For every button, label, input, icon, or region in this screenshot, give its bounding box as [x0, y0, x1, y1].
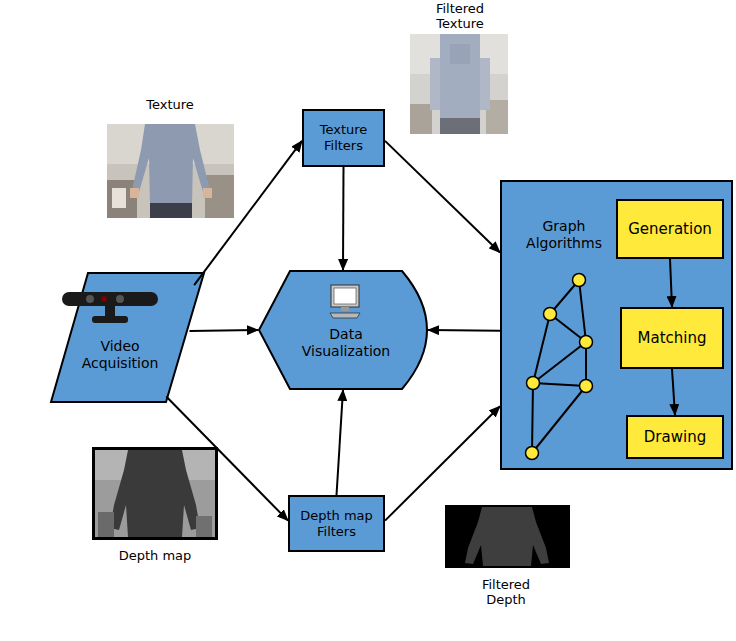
- process-box: Matching: [620, 307, 724, 369]
- text-holder: Graph Algorithms: [516, 218, 612, 252]
- image-caption: Filtered Depth: [466, 578, 546, 608]
- arrow-connector: [385, 406, 500, 520]
- arrow-connector: [385, 141, 500, 253]
- image-caption-holder: Filtered Depth: [466, 578, 546, 608]
- node-label: Drawing: [644, 428, 706, 446]
- text-holder: Drawing: [628, 417, 722, 457]
- filter-box: Depth map Filters: [288, 495, 385, 552]
- text-holder: Generation: [618, 201, 722, 257]
- graph-illustration: [522, 272, 602, 467]
- parallelogram-outline: [50, 272, 205, 403]
- image-caption: Texture: [146, 98, 194, 113]
- node-label: Texture Filters: [308, 122, 379, 153]
- depth-map-image: [92, 447, 218, 540]
- computer-icon: [328, 284, 362, 320]
- image-caption-holder: Depth map: [100, 549, 210, 564]
- node-label: Generation: [628, 220, 712, 238]
- kinect-sensor-icon: [60, 288, 160, 328]
- process-box: Generation: [616, 199, 724, 259]
- algorithm-group-box: Graph Algorithms GenerationMatchingDrawin…: [500, 180, 733, 470]
- image-caption: Filtered Texture: [420, 2, 500, 32]
- arrow-connector: [670, 259, 672, 307]
- text-holder: Depth map Filters: [290, 497, 383, 550]
- text-holder: Data Visualization: [286, 326, 406, 360]
- text-holder: Texture Filters: [304, 111, 383, 165]
- arrow-connector: [190, 329, 259, 332]
- node-label: Graph Algorithms: [516, 218, 612, 252]
- text-holder: Video Acquisition: [68, 338, 172, 372]
- texture-photo: [107, 124, 234, 218]
- image-caption-holder: Filtered Texture: [420, 2, 500, 32]
- filtered-depth-image: [445, 505, 570, 568]
- arrow-connector: [166, 396, 288, 520]
- image-caption-holder: Texture: [120, 98, 220, 113]
- node-label: Matching: [638, 329, 707, 347]
- filter-box: Texture Filters: [302, 109, 385, 167]
- filtered-texture-photo: [410, 34, 508, 134]
- node-label: Video Acquisition: [68, 338, 172, 372]
- arrow-connector: [194, 141, 302, 285]
- image-caption: Depth map: [119, 549, 192, 564]
- arrow-connector: [672, 369, 675, 415]
- display-shape: Data Visualization: [258, 270, 428, 390]
- arrow-connector: [337, 390, 344, 495]
- process-box: Drawing: [626, 415, 724, 459]
- node-label: Depth map Filters: [294, 508, 379, 539]
- arrow-connector: [428, 329, 500, 332]
- arrow-connector: [342, 167, 345, 270]
- input-parallelogram: Video Acquisition: [50, 272, 205, 403]
- node-label: Data Visualization: [286, 326, 406, 360]
- text-holder: Matching: [622, 309, 722, 367]
